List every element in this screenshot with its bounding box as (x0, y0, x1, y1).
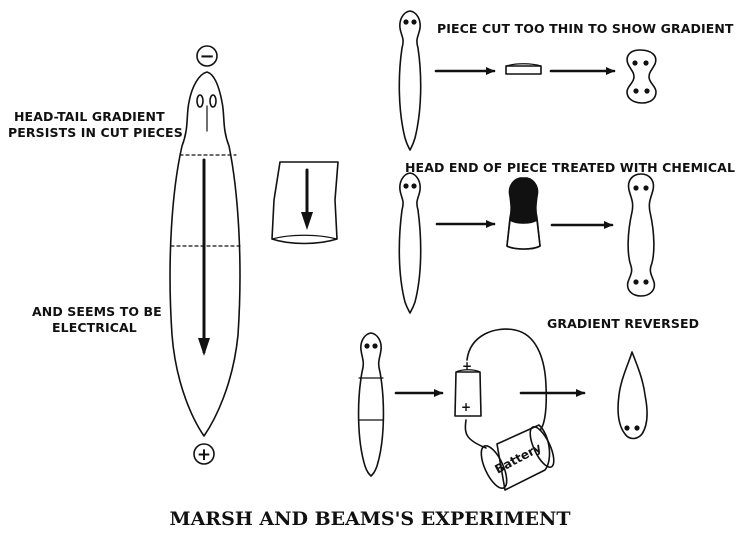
chemical-treated-piece (506, 177, 541, 250)
cut-piece (271, 161, 339, 245)
small-planarian-row1 (398, 10, 422, 151)
minus-circle-icon (196, 45, 218, 67)
small-planarian-row3 (357, 332, 385, 477)
thin-slice (505, 63, 542, 75)
gradient-arrowhead-large (198, 338, 210, 356)
two-headed-result-row1 (626, 49, 657, 104)
two-headed-result-row2 (626, 173, 656, 297)
battery-wire (466, 328, 548, 431)
minus-sign: − (199, 46, 214, 67)
label-chemical: HEAD END OF PIECE TREATED WITH CHEMICAL (405, 160, 736, 175)
plus-circle-icon (193, 443, 215, 465)
small-planarian-row2 (398, 172, 422, 314)
figure-caption: MARSH AND BEAMS'S EXPERIMENT (169, 508, 571, 530)
battery-plus-top: + (462, 359, 472, 373)
label-electrical-1: AND SEEMS TO BE (32, 304, 162, 319)
label-thin-piece: PIECE CUT TOO THIN TO SHOW GRADIENT (437, 21, 734, 36)
electrified-piece (454, 369, 482, 417)
battery-wire-lower (464, 419, 487, 449)
battery-plus-bottom: + (461, 400, 471, 414)
plus-sign: + (197, 445, 211, 465)
label-head-tail-1: HEAD-TAIL GRADIENT (14, 109, 165, 124)
label-electrical-2: ELECTRICAL (52, 320, 137, 335)
reversed-result-planarian (617, 351, 648, 440)
label-reversed: GRADIENT REVERSED (547, 316, 700, 331)
battery (480, 424, 555, 491)
large-planarian (169, 71, 241, 437)
gradient-arrowhead-piece (301, 212, 313, 230)
label-head-tail-2: PERSISTS IN CUT PIECES (8, 125, 183, 140)
